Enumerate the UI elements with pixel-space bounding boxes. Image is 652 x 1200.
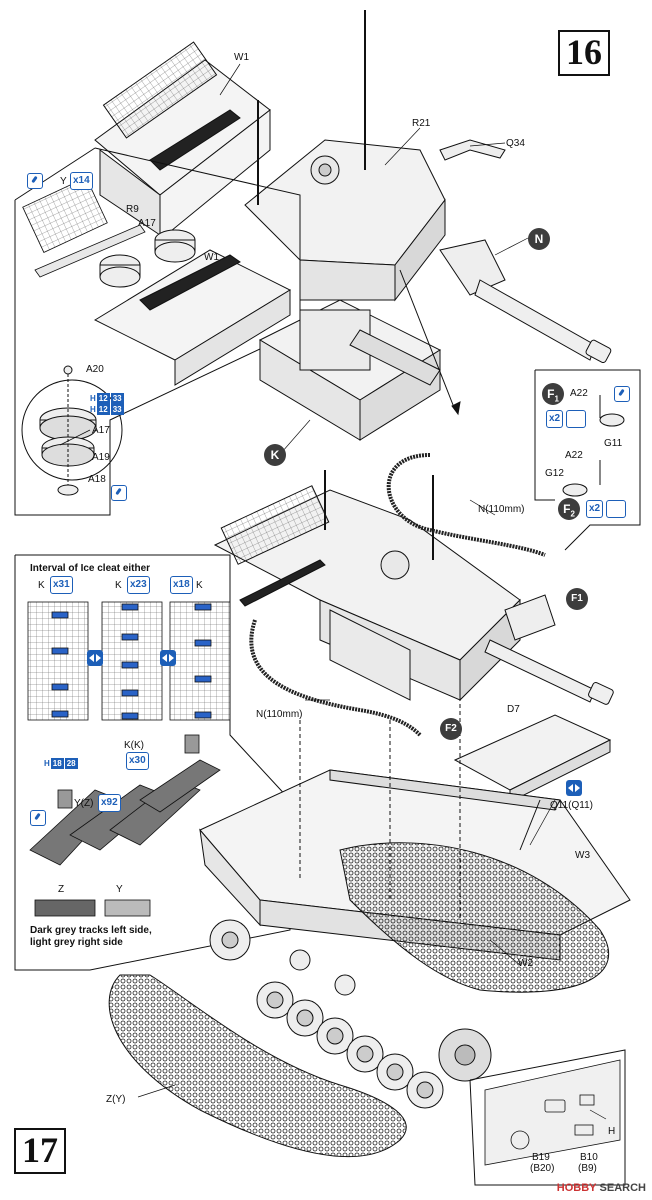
- part-group-f1-attach: F1: [566, 588, 588, 610]
- inset-front-parts: [484, 1059, 621, 1166]
- label-r9: R9: [126, 204, 139, 215]
- part-group-k: K: [264, 444, 286, 466]
- step-number-17: 17: [14, 1128, 66, 1174]
- leader-lines: [59, 63, 607, 1120]
- label-a19: A19: [92, 452, 110, 463]
- label-b9: (B9): [578, 1163, 597, 1174]
- label-b19: B19: [532, 1152, 550, 1163]
- label-y: Y: [60, 176, 67, 187]
- option-icon: [160, 650, 176, 666]
- assembled-gun: [484, 594, 614, 705]
- interior-assembly: [258, 299, 442, 441]
- part-group-f2: F2: [558, 498, 580, 520]
- inset-frame-bottom-right: [469, 1049, 626, 1186]
- label-r21: R21: [412, 118, 431, 129]
- tow-cable-right: [386, 453, 546, 557]
- label-b20: (B20): [530, 1163, 555, 1174]
- inset-wheels: [99, 229, 196, 288]
- part-group-f2-attach: F2: [440, 718, 462, 740]
- label-b10: B10: [580, 1152, 598, 1163]
- label-k-col1: K: [38, 580, 45, 591]
- wheel-stack: [39, 365, 97, 496]
- label-w2: W2: [518, 958, 533, 969]
- ice-cleat-title: Interval of Ice cleat either: [30, 563, 151, 574]
- track-note-1: Dark grey tracks left side,: [30, 925, 152, 936]
- road-wheels: [209, 919, 492, 1109]
- inset-engine-deck: [93, 249, 292, 386]
- qty-badge-x14: x14: [70, 172, 93, 190]
- engine-deck-top: [94, 41, 271, 242]
- label-a17-inset: A17: [138, 218, 156, 229]
- label-a22-2: A22: [565, 450, 583, 461]
- ice-cleat-links: [29, 734, 221, 866]
- label-yz: Y(Z): [74, 798, 94, 809]
- detail-box-right: [534, 369, 641, 551]
- label-k-col2: K: [115, 580, 122, 591]
- option-icon: [87, 650, 103, 666]
- superstructure-top: [244, 10, 506, 302]
- label-y-track: Y: [116, 884, 123, 895]
- option-icon: [566, 780, 582, 796]
- spare-track-links: [22, 177, 146, 278]
- label-h: H: [608, 1126, 616, 1137]
- label-q11: Q11(Q11): [550, 800, 593, 811]
- label-a18: A18: [88, 474, 106, 485]
- label-w1-top: W1: [234, 52, 249, 63]
- paint-icon: [566, 410, 586, 428]
- q34-part: [439, 139, 506, 161]
- qty-badge-x18: x18: [170, 576, 193, 594]
- qty-badge-x2-1: x2: [546, 410, 564, 428]
- gun-barrel-top: [474, 279, 612, 364]
- qty-badge-x23: x23: [127, 576, 150, 594]
- part-group-f1: F1: [542, 383, 564, 405]
- label-w1-inset: W1: [204, 252, 219, 263]
- track-note-2: light grey right side: [30, 937, 123, 948]
- label-zy: Z(Y): [106, 1094, 126, 1105]
- qty-badge-x2-2: x2: [586, 500, 604, 518]
- glue-icon: [111, 485, 127, 501]
- glue-icon: [27, 173, 43, 189]
- wheel-stack-frame: [21, 379, 123, 481]
- qty-badge-x92: x92: [98, 794, 121, 812]
- paint-icon: [606, 500, 626, 518]
- inset-frame-left: [14, 147, 301, 516]
- label-d7: D7: [507, 704, 520, 715]
- part-group-n: N: [528, 228, 550, 250]
- track-column-3: [169, 601, 231, 721]
- qty-badge-x31: x31: [50, 576, 73, 594]
- label-k-col3: K: [196, 580, 203, 591]
- qty-badge-x30: x30: [126, 752, 149, 770]
- ice-cleat-columns: [27, 601, 231, 721]
- label-z: Z: [58, 884, 65, 895]
- track-right: [339, 842, 610, 993]
- label-w3: W3: [575, 850, 590, 861]
- track-links-zy: [34, 899, 151, 917]
- label-a17-stack: A17: [92, 425, 110, 436]
- glue-icon: [614, 386, 630, 402]
- tow-cable-left: [249, 619, 422, 737]
- tow-hooks: [562, 395, 625, 497]
- label-g11: G11: [604, 438, 623, 449]
- label-a22-1: A22: [570, 388, 588, 399]
- step-number-16: 16: [558, 30, 610, 76]
- label-g12: G12: [545, 468, 564, 479]
- label-a20: A20: [86, 364, 104, 375]
- watermark: HOBBY SEARCH: [556, 1182, 646, 1194]
- label-q34: Q34: [506, 138, 525, 149]
- glue-icon: [30, 810, 46, 826]
- label-kk: K(K): [124, 740, 144, 751]
- track-column-1: [27, 601, 89, 721]
- track-column-2: [101, 601, 163, 721]
- track-left: [108, 974, 407, 1158]
- label-n110-right: N(110mm): [478, 504, 525, 515]
- label-n110-left: N(110mm): [256, 709, 303, 720]
